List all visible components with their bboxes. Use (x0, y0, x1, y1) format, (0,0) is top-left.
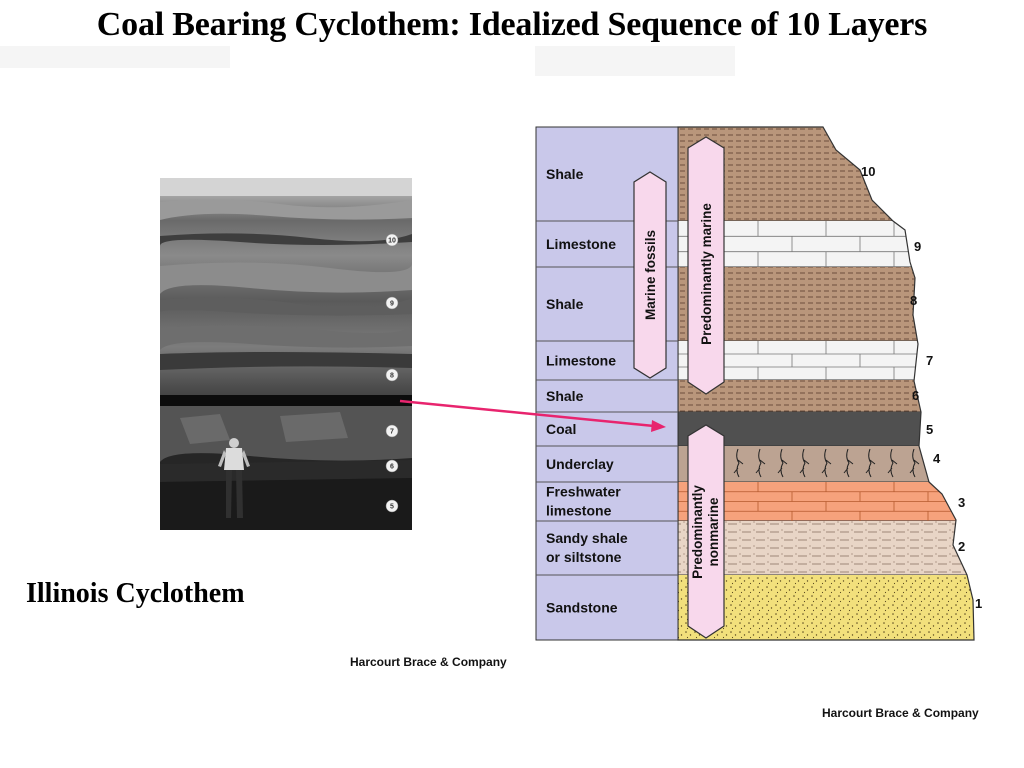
layer-label: Sandy shale (546, 530, 628, 546)
layer-number: 8 (910, 293, 917, 308)
slide-title: Coal Bearing Cyclothem: Idealized Sequen… (96, 6, 928, 43)
photo-marker-5 (385, 499, 399, 513)
layer-shale (678, 380, 974, 412)
photo-marker-10 (385, 233, 399, 247)
person-figure (218, 438, 250, 518)
photo-marker-label: 7 (390, 429, 394, 436)
photo-marker-8 (385, 368, 399, 382)
layer-number: 7 (926, 353, 933, 368)
outcrop-photo: 10 9 8 7 6 5 (156, 178, 412, 530)
layer-label: Shale (546, 296, 584, 312)
photo-credit: Harcourt Brace & Company (350, 655, 507, 669)
photo-marker-label: 5 (390, 504, 394, 511)
layer-label: Limestone (546, 353, 616, 369)
layer-limestone (678, 341, 974, 380)
layer-coal (678, 412, 974, 446)
predominantly-marine-label: Predominantly marine (699, 203, 714, 345)
layer-label: Shale (546, 166, 584, 182)
layer-label: Limestone (546, 236, 616, 252)
photo-sky (160, 178, 412, 196)
layer-number: 10 (861, 164, 875, 179)
layer-label: or siltstone (546, 549, 622, 565)
coal-link-arrow (399, 399, 666, 432)
diagram-credit: Harcourt Brace & Company (822, 706, 979, 720)
predominantly-nonmarine-label-line1: Predominantly (690, 485, 705, 579)
photo-marker-9 (385, 296, 399, 310)
layer-number: 2 (958, 539, 965, 554)
coal-seam (160, 395, 412, 406)
layer-number: 1 (975, 596, 982, 611)
layer-label: limestone (546, 503, 612, 519)
layer-sandstone (678, 575, 974, 640)
layer-label: Shale (546, 388, 584, 404)
layer-limestone (678, 221, 974, 267)
layer-label: Coal (546, 421, 576, 437)
marine-fossils-label: Marine fossils (643, 230, 658, 320)
layer-shale (678, 267, 974, 341)
layer-number: 4 (933, 451, 941, 466)
predominantly-nonmarine-label-line2: nonmarine (706, 497, 721, 567)
column-outline (677, 126, 975, 641)
layer-sandy-shale (678, 521, 974, 575)
photo-marker-label: 6 (390, 464, 394, 471)
layer-number: 6 (912, 388, 919, 403)
photo-marker-label: 8 (390, 373, 394, 380)
photo-marker-label: 9 (390, 301, 394, 308)
background-shade (535, 46, 735, 76)
layer-label: Underclay (546, 456, 614, 472)
predominantly-marine-band: Predominantly marine (687, 136, 725, 395)
layer-underclay (678, 446, 974, 482)
outcrop-photo-image: 10 9 8 7 6 5 (156, 178, 412, 530)
layer-number: 5 (926, 422, 933, 437)
photo-marker-label: 10 (388, 238, 396, 245)
layer-number: 9 (914, 239, 921, 254)
marine-fossils-band: Marine fossils (633, 171, 667, 379)
photo-marker-7 (385, 424, 399, 438)
layer-shale (678, 127, 974, 221)
predominantly-nonmarine-band: Predominantly nonmarine (687, 424, 725, 639)
layer-number: 3 (958, 495, 965, 510)
photo-caption: Illinois Cyclothem (26, 578, 245, 609)
background-shade (0, 46, 230, 68)
photo-marker-6 (385, 459, 399, 473)
layer-label: Freshwater (546, 484, 621, 500)
label-column (535, 126, 679, 641)
layer-label: Sandstone (546, 600, 618, 616)
